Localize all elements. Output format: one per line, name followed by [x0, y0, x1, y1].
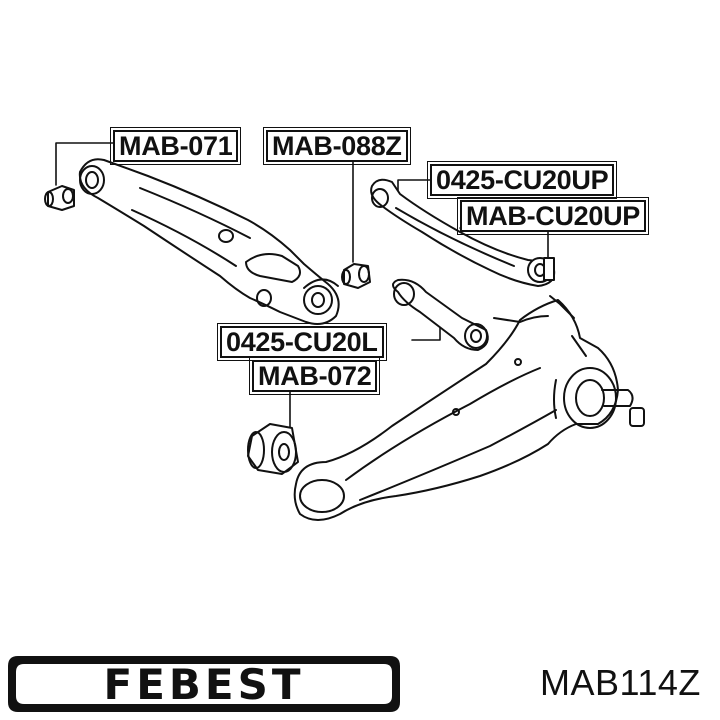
- callout-mab-072: MAB-072: [248, 357, 381, 395]
- part-number: MAB114Z: [540, 662, 701, 703]
- bushing-mab-071: [44, 185, 75, 211]
- callout-0425-cu20l: 0425-CU20L: [217, 323, 387, 361]
- bushing-mab-072: [247, 423, 299, 475]
- bushing-mab-088z: [341, 263, 371, 289]
- lower-link-0425-cu20l: [392, 278, 489, 351]
- trailing-arm-upper: [78, 158, 340, 325]
- svg-text:FEBEST: FEBEST: [104, 660, 305, 709]
- callout-mab-071: MAB-071: [109, 127, 242, 165]
- febest-logo-icon: FEBEST: [8, 656, 400, 712]
- callout-mab-cu20up: MAB-CU20UP: [456, 197, 650, 235]
- callout-mab-088z: MAB-088Z: [263, 127, 411, 165]
- bushing-mab-cu20up: [527, 257, 555, 283]
- callout-0425-cu20up: 0425-CU20UP: [426, 161, 618, 199]
- lower-trailing-arm: [293, 295, 645, 521]
